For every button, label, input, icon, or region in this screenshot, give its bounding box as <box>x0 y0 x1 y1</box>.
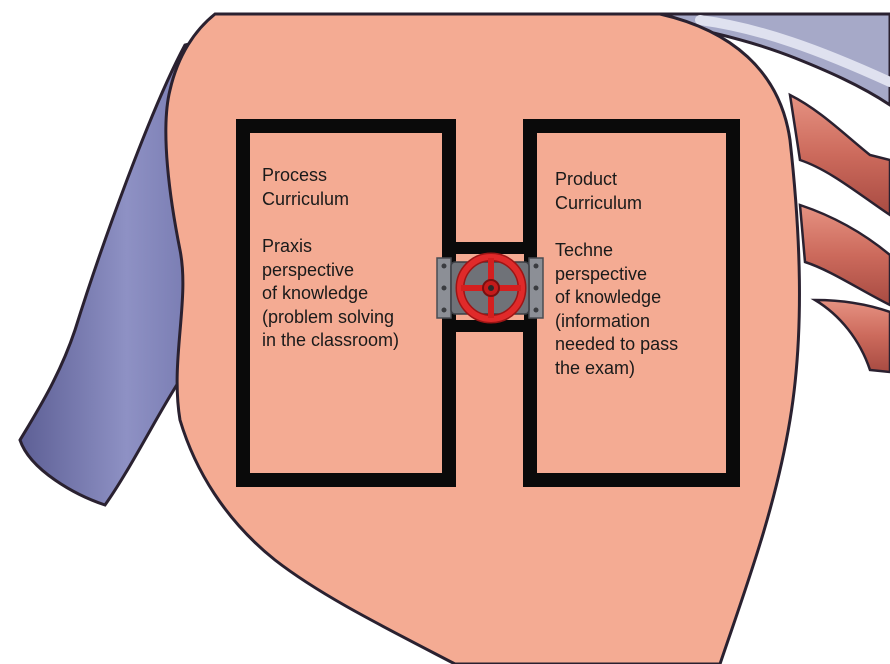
artery-lower <box>800 205 890 305</box>
left-body-line-5: in the classroom) <box>262 329 399 353</box>
right-body-line-2: perspective <box>555 263 678 287</box>
heart-body <box>166 14 800 664</box>
left-body-line-1: Praxis <box>262 235 399 259</box>
product-curriculum-text: Product Curriculum Techne perspective of… <box>555 168 678 380</box>
valve-flange-right <box>529 258 543 318</box>
right-body-line-1: Techne <box>555 239 678 263</box>
left-body-line-4: (problem solving <box>262 306 399 330</box>
right-body-line-3: of knowledge <box>555 286 678 310</box>
valve-wheel-icon <box>460 257 522 319</box>
process-curriculum-text: Process Curriculum Praxis perspective of… <box>262 164 399 353</box>
left-body-line-2: perspective <box>262 259 399 283</box>
left-body-line-3: of knowledge <box>262 282 399 306</box>
right-body-line-6: the exam) <box>555 357 678 381</box>
right-heading-line-2: Curriculum <box>555 192 678 216</box>
artery-bottom <box>815 300 890 372</box>
left-heading-line-2: Curriculum <box>262 188 399 212</box>
left-heading-line-1: Process <box>262 164 399 188</box>
valve-flange-left <box>437 258 451 318</box>
right-body-line-4: (information <box>555 310 678 334</box>
artery-upper <box>790 95 890 215</box>
right-heading-line-1: Product <box>555 168 678 192</box>
right-body-line-5: needed to pass <box>555 333 678 357</box>
